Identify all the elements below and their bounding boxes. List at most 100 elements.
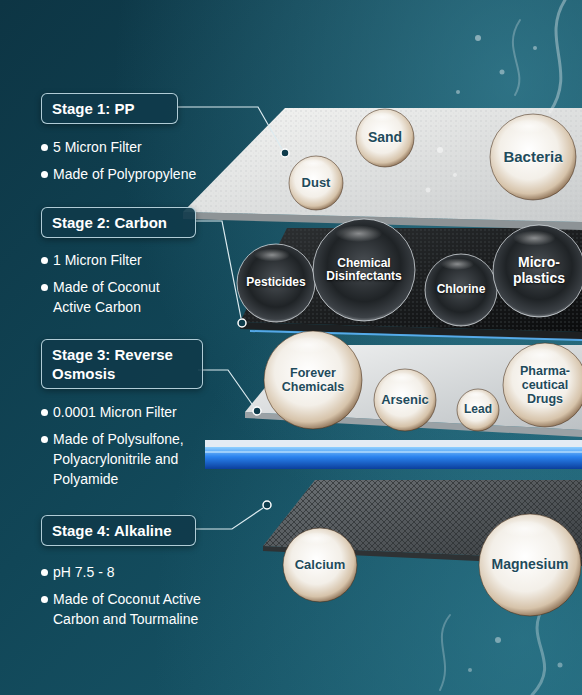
bubble-text: Pesticides: [246, 276, 305, 289]
contaminant-bubble: Pharma- ceutical Drugs: [502, 342, 582, 428]
bubble-text: Arsenic: [381, 393, 429, 408]
stage-box: Stage 1: PP: [41, 93, 178, 124]
spec-text: pH 7.5 - 8: [53, 562, 253, 582]
bubble-label: Calcium: [295, 558, 346, 573]
contaminant-bubble: Arsenic: [373, 368, 437, 432]
bubble-body-fill: [503, 343, 582, 427]
leader-dot: [281, 149, 289, 157]
contaminant-bubble: Lead: [456, 388, 500, 432]
bullet-dot: [41, 171, 48, 178]
bubble-body-fill: [457, 389, 499, 431]
leader-line: [196, 221, 241, 318]
bubble-label: Lead: [464, 403, 492, 416]
water-drop: [495, 637, 501, 643]
leader-line: [196, 508, 263, 529]
contaminant-bubble: Sand: [355, 108, 415, 168]
bubble-body-fill: [283, 528, 357, 602]
bubble-text: Chlorine: [437, 283, 486, 296]
contaminant-bubble: Magnesium: [478, 513, 582, 617]
bubble-label: Dust: [302, 176, 331, 191]
bubble-body-fill: [490, 114, 576, 200]
water-drop: [533, 46, 537, 50]
leader-dot: [263, 501, 271, 509]
spec-text: Made of Polypropylene: [53, 164, 253, 184]
stage-title: Stage 3: Reverse Osmosis: [52, 345, 192, 383]
bubble-label: Arsenic: [381, 393, 429, 408]
bullet-dot: [41, 144, 48, 151]
contaminant-bubble: Dust: [288, 155, 344, 211]
bubble-text: Micro- plastics: [507, 255, 571, 286]
water-drop: [500, 70, 505, 75]
bullet-dot: [41, 596, 48, 603]
bubble-body-fill: [479, 514, 581, 616]
water-drop: [475, 35, 481, 41]
bullet-dot: [41, 257, 48, 264]
bubble-label: Chemical Disinfectants: [321, 257, 407, 284]
bubble-label: Magnesium: [491, 557, 568, 573]
bubble-label: Pesticides: [246, 276, 305, 289]
bubble-text: Lead: [464, 403, 492, 416]
leader-dot: [253, 407, 261, 415]
bubble-shine: [369, 112, 396, 122]
bubble-label: Bacteria: [503, 149, 562, 166]
spec-text: Made of Coconut Active Carbon: [53, 277, 183, 317]
stage-title: Stage 2: Carbon: [52, 213, 185, 232]
water-drop: [468, 668, 472, 672]
bubble-label: Pharma- ceutical Drugs: [514, 364, 576, 406]
bubble-body-fill: [313, 219, 415, 321]
leader-dots: [238, 149, 289, 509]
spec-text: 0.0001 Micron Filter: [53, 402, 253, 422]
stage-title: Stage 1: PP: [52, 99, 167, 118]
splash-stream: [532, 605, 545, 695]
spec-text: 5 Micron Filter: [53, 137, 253, 157]
splash-stream: [550, 0, 565, 112]
contaminant-bubble: Micro- plastics: [492, 224, 582, 318]
bubble-shine: [509, 119, 549, 133]
bubble-text: Sand: [368, 130, 402, 146]
spec-text: Made of Polysulfone, Polyacrylonitrile a…: [53, 429, 203, 489]
ro-band-glow: [205, 451, 582, 453]
bubble-text: Calcium: [295, 558, 346, 573]
splash-stream: [440, 615, 450, 690]
splash-stream: [513, 20, 520, 95]
bubble-label: Forever Chemicals: [274, 366, 352, 394]
bullet-dot: [41, 569, 48, 576]
contaminant-bubble: Chlorine: [424, 253, 498, 327]
bubble-text: Bacteria: [503, 149, 562, 166]
bubble-text: Chemical Disinfectants: [321, 257, 407, 284]
bubble-shine: [441, 258, 474, 270]
bubble-text: Dust: [302, 176, 331, 191]
contaminant-bubble: Forever Chemicals: [263, 330, 363, 430]
bubble-label: Micro- plastics: [507, 255, 571, 286]
ro-membrane-band: [205, 447, 582, 469]
bullet-dot: [41, 409, 48, 416]
water-drop: [437, 147, 443, 153]
bubble-body-fill: [493, 225, 582, 317]
contaminant-bubble: Chemical Disinfectants: [312, 218, 416, 322]
bubble-body-fill: [425, 254, 497, 326]
pp-texture: [183, 108, 582, 222]
stage-box: Stage 4: Alkaline: [41, 515, 196, 546]
bubble-label: Sand: [368, 130, 402, 146]
bubble-text: Forever Chemicals: [274, 366, 352, 394]
water-drop: [453, 173, 457, 177]
leader-line: [178, 107, 282, 149]
contaminant-bubble: Pesticides: [236, 243, 316, 323]
bubble-shine: [335, 225, 382, 242]
stage-box: Stage 2: Carbon: [41, 207, 196, 238]
bubble-body-fill: [356, 109, 414, 167]
water-drop: [456, 90, 460, 94]
water-drop: [426, 188, 431, 193]
bubble-body-fill: [289, 156, 343, 210]
bubble-shine: [299, 532, 333, 544]
filter-layers: [183, 108, 582, 566]
bubble-shine: [513, 231, 555, 246]
bubble-shine: [521, 348, 560, 362]
contaminant-bubble: Bacteria: [489, 113, 577, 201]
contaminant-bubble: Calcium: [282, 527, 358, 603]
leader-dot: [238, 319, 246, 327]
bubble-shine: [301, 159, 326, 168]
bubble-text: Pharma- ceutical Drugs: [514, 364, 576, 406]
leader-line: [198, 370, 254, 407]
